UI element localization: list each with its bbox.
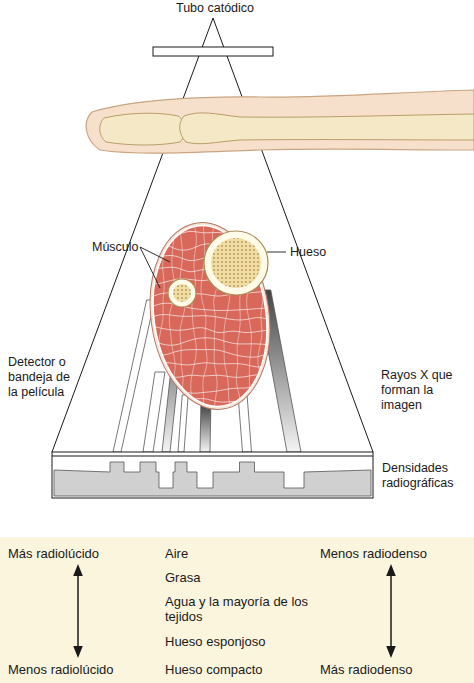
- part-label: Densidades radiográficas: [382, 461, 472, 491]
- part-label: Rayos X que forman la imagen: [381, 368, 473, 413]
- leader-line: [140, 247, 170, 262]
- scale-arrow: [77, 570, 79, 652]
- table-cell: Menos radiodenso: [320, 546, 470, 561]
- part-label: Hueso: [290, 245, 340, 260]
- detector: [52, 452, 373, 498]
- table-cell: Grasa: [165, 570, 315, 585]
- x-ray-beam: [178, 395, 188, 452]
- scale-arrow: [390, 570, 392, 652]
- part-label: Detector o bandeja de la película: [8, 355, 80, 400]
- table-ground: [0, 537, 474, 683]
- x-ray-beam: [200, 405, 211, 452]
- leader-line: [140, 247, 160, 288]
- limb: [86, 90, 474, 153]
- table-cell: Hueso esponjoso: [165, 634, 315, 649]
- cross-section: [138, 215, 281, 418]
- tube-label: Tubo catódico: [170, 1, 260, 16]
- table-cell: Aire: [165, 546, 315, 561]
- table-cell: Más radiolúcido: [8, 546, 158, 561]
- density-table: Más radiolúcido Aire Menos radiodensoGrasa…: [0, 537, 474, 683]
- part-label: Músculo: [92, 240, 152, 255]
- table-cell: Menos radiolúcido: [8, 662, 158, 677]
- table-cell: Agua y la mayoría de los tejidos: [165, 594, 310, 624]
- collimator: [153, 47, 273, 56]
- table-cell: Hueso compacto: [165, 662, 315, 677]
- leader-line: [267, 252, 286, 253]
- table-cell: Más radiodenso: [320, 662, 470, 677]
- x-ray-beam: [143, 372, 165, 452]
